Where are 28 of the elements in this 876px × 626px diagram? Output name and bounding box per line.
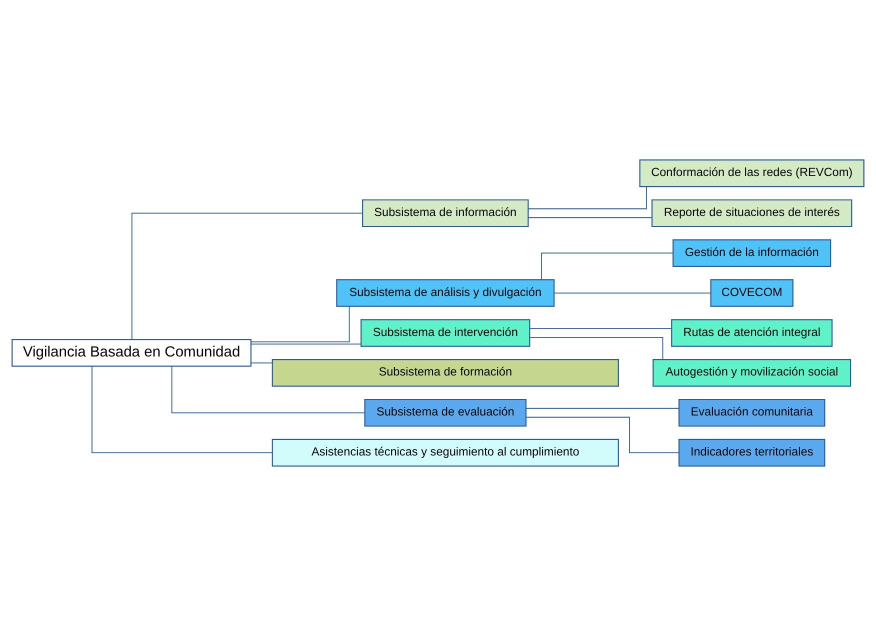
connector: [92, 366, 273, 454]
connector: [250, 362, 273, 364]
connector: [171, 366, 366, 414]
node-box: Subsistema de intervención: [360, 319, 530, 347]
connector: [541, 252, 674, 280]
node-box: Gestión de la información: [672, 239, 832, 267]
node-box: Subsistema de formación: [272, 359, 619, 387]
connector: [526, 416, 680, 454]
node-box: Autogestión y movilización social: [652, 359, 852, 387]
node-box: COVECOM: [710, 279, 794, 307]
node-box: Evaluación comunitaria: [678, 398, 826, 427]
connector: [526, 408, 680, 409]
connector: [529, 328, 672, 329]
connector: [131, 212, 363, 340]
node-box: Asistencias técnicas y seguimiento al cumplimiento: [272, 438, 619, 467]
node-box: Reporte de situaciones de interés: [651, 199, 852, 228]
node-box: Subsistema de análisis y divulgación: [336, 279, 555, 307]
connector: [528, 217, 652, 218]
connector: [528, 186, 647, 210]
node-box: Subsistema de información: [362, 199, 529, 228]
connector: [554, 292, 712, 294]
connector: [250, 306, 350, 342]
node-box: Vigilancia Basada en Comunidad: [12, 339, 252, 367]
node-box: Indicadores territoriales: [678, 438, 826, 467]
connector: [529, 336, 664, 360]
node-box: Rutas de atención integral: [671, 319, 833, 347]
node-box: Subsistema de evaluación: [364, 398, 527, 427]
node-box: Conformación de las redes (REVCom): [639, 159, 864, 188]
